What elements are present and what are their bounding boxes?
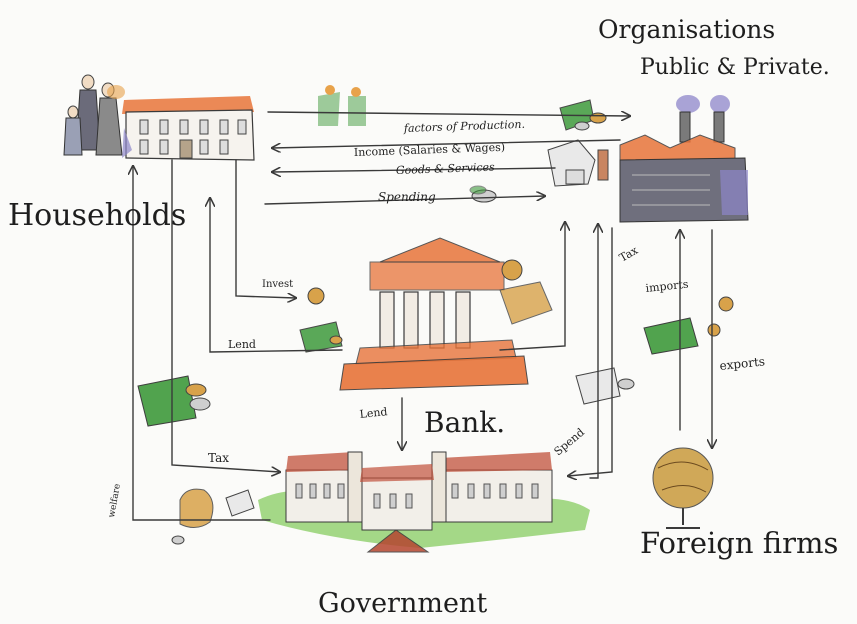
arrow-goods-services xyxy=(272,168,556,172)
households-label: Households xyxy=(8,198,186,233)
tax-organisations-label: Tax xyxy=(617,243,641,264)
arrow-tax-households xyxy=(171,159,280,472)
workers-icon xyxy=(318,85,366,126)
arrow-lend-households xyxy=(210,198,343,353)
imports-label: imports xyxy=(645,278,689,295)
arrow-factors-of-production xyxy=(267,112,630,116)
bank-label: Bank. xyxy=(424,406,505,439)
goods-services-label: Goods & Services xyxy=(396,161,496,177)
lend-bank-label: Lend xyxy=(359,405,388,421)
arrow-welfare xyxy=(133,166,271,521)
cash-stack-icon-lend xyxy=(299,321,343,353)
organisations-sublabel: Public & Private. xyxy=(640,55,830,80)
lend-households-label: Lend xyxy=(228,338,256,351)
factors-of-production-label: factors of Production. xyxy=(403,118,526,135)
globe-icon xyxy=(652,447,714,529)
organisations-illustration xyxy=(547,95,749,223)
foreign-firms-label: Foreign firms xyxy=(640,526,838,560)
spending-label: Spending xyxy=(378,190,436,204)
arrow-spend xyxy=(589,224,598,479)
arrow-tax-organisations xyxy=(568,227,613,476)
government-label: Government xyxy=(318,588,487,619)
factory-icon xyxy=(619,95,749,223)
bank-illustration xyxy=(339,237,553,391)
goods-icon xyxy=(547,139,609,187)
arrow-income xyxy=(272,139,621,148)
family-figures-icon xyxy=(63,74,125,156)
coin-icon xyxy=(501,259,523,281)
income-label: Income (Salaries & Wages) xyxy=(354,141,506,159)
house-icon xyxy=(122,96,255,161)
tax-households-label: Tax xyxy=(208,451,229,465)
cash-stack-icon-households xyxy=(137,375,211,427)
money-bag-icon xyxy=(499,281,553,325)
organisations-label: Organisations xyxy=(598,15,775,44)
coin-icon-invest xyxy=(307,287,325,305)
exports-label: exports xyxy=(719,354,766,373)
arrow-invest xyxy=(235,159,296,298)
arrow-spending xyxy=(264,196,545,205)
government-illustration xyxy=(258,451,590,553)
cash-stack-icon-foreign xyxy=(643,296,734,355)
coins-icon-spending xyxy=(469,185,497,203)
households-illustration xyxy=(63,74,255,161)
arrow-bank-to-organisations xyxy=(499,222,565,351)
flow-arrows xyxy=(133,112,712,521)
money-bag-icon-welfare xyxy=(171,488,255,545)
invest-label: Invest xyxy=(262,279,293,290)
spend-label: Spend xyxy=(552,426,587,459)
cash-stack-icon-spend xyxy=(575,367,635,405)
welfare-label: welfare xyxy=(107,483,123,518)
